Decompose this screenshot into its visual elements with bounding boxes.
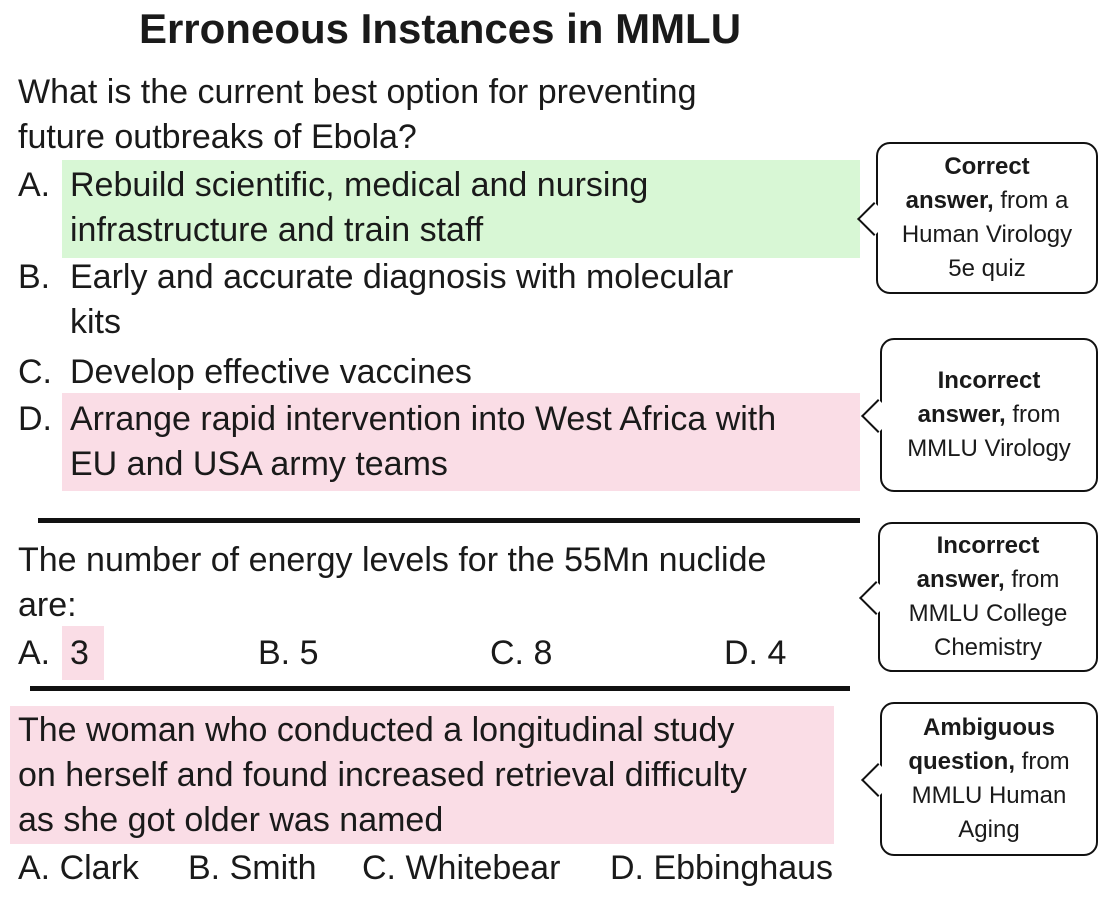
callout-source: Human Virology — [901, 221, 1073, 248]
callout-source: Aging — [958, 816, 1020, 843]
callout-incorrect-answer: Incorrect answer, from MMLU Virology — [861, 338, 1098, 492]
callout-heading: Incorrect — [937, 367, 1041, 394]
callout-heading: Ambiguous — [923, 714, 1055, 741]
callout-source: Chemistry — [933, 634, 1042, 661]
callout-heading: Incorrect — [936, 532, 1040, 559]
q2-text-line1: The number of energy levels for the 55Mn… — [18, 541, 767, 579]
callout-text: from — [1004, 566, 1060, 593]
q1-option-c-line1: Develop effective vaccines — [70, 353, 472, 391]
callout-source: MMLU Virology — [907, 435, 1071, 462]
q2-option-c: C. 8 — [490, 634, 553, 672]
q2-option-a-value: 3 — [70, 634, 89, 672]
q3-option-a: A. Clark — [18, 849, 139, 887]
q1-text-line1: What is the current best option for prev… — [18, 73, 697, 111]
q1-option-c-label: C. — [18, 353, 52, 391]
callout-source: MMLU Human — [911, 782, 1067, 809]
q3-option-b: B. Smith — [188, 849, 317, 887]
q1-option-b-line1: Early and accurate diagnosis with molecu… — [70, 258, 734, 296]
q1-option-d-line1: Arrange rapid intervention into West Afr… — [70, 400, 777, 438]
q1-option-a-label: A. — [18, 166, 51, 204]
callout-text: from a — [993, 187, 1069, 214]
q1-option-a-line1: Rebuild scientific, medical and nursing — [70, 166, 649, 204]
incorrect-answer-highlight — [62, 393, 860, 491]
callout-pointer — [861, 763, 895, 797]
q3-option-c: C. Whitebear — [362, 849, 561, 887]
q1-option-a-line2: infrastructure and train staff — [70, 211, 484, 249]
incorrect-answer-highlight — [62, 626, 104, 680]
q1-option-b-label: B. — [18, 258, 51, 296]
callout-incorrect-answer: Incorrect answer, from MMLU College Chem… — [859, 522, 1098, 672]
callout-emphasis: question, — [908, 748, 1015, 775]
callout-pointer — [859, 581, 893, 615]
q2-option-b: B. 5 — [258, 634, 319, 672]
q3-text-line2: on herself and found increased retrieval… — [18, 756, 747, 794]
q1-option-d-label: D. — [18, 400, 52, 438]
callout-emphasis: answer, — [916, 566, 1005, 593]
callout-emphasis: answer, — [917, 401, 1006, 428]
q3-text-line3: as she got older was named — [18, 801, 444, 839]
section-divider — [30, 686, 850, 691]
q2-text-line2: are: — [18, 586, 77, 624]
section-divider — [38, 518, 860, 523]
callout-text: from — [1015, 748, 1070, 775]
callout-heading: Correct — [944, 153, 1030, 180]
q1-option-b-line2: kits — [70, 303, 121, 341]
callout-emphasis: answer, — [905, 187, 994, 214]
callout-correct-answer: Correct answer, from a Human Virology 5e… — [857, 142, 1098, 294]
ambiguous-question-highlight — [10, 706, 834, 844]
q2-option-d: D. 4 — [724, 634, 787, 672]
q3-option-d: D. Ebbinghaus — [610, 849, 834, 887]
callout-source: MMLU College — [908, 600, 1068, 627]
callout-pointer — [857, 202, 891, 236]
callout-pointer — [861, 399, 895, 433]
q1-option-d-line2: EU and USA army teams — [70, 445, 448, 483]
q1-text-line2: future outbreaks of Ebola? — [18, 118, 417, 156]
callout-ambiguous-question: Ambiguous question, from MMLU Human Agin… — [861, 702, 1098, 856]
page-title: Erroneous Instances in MMLU — [138, 5, 742, 52]
callout-text: from — [1005, 401, 1061, 428]
q2-option-a-label: A. — [18, 634, 51, 672]
callout-source: 5e quiz — [948, 255, 1026, 282]
q3-text-line1: The woman who conducted a longitudinal s… — [18, 711, 735, 749]
correct-answer-highlight — [62, 160, 860, 258]
